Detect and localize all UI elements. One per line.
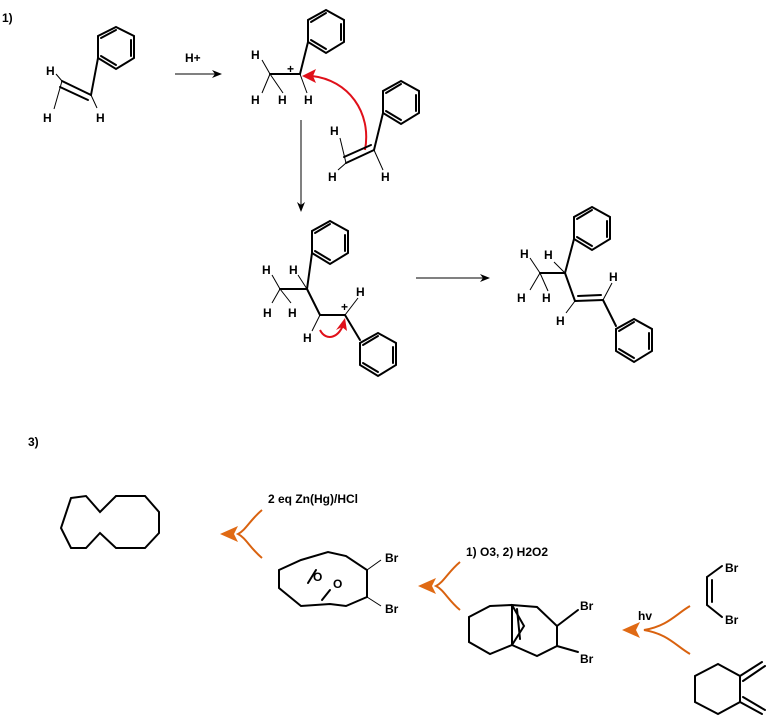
benzylic-cation: H H H H +: [251, 8, 345, 107]
dimethylenecyclohexane: [694, 661, 766, 716]
dibromo-octahydronaphthalene: Br Br: [468, 599, 594, 666]
reagent-acid: H+: [185, 51, 201, 65]
reagent-light: hv: [638, 609, 652, 623]
atom-h: H: [520, 247, 529, 261]
atom-h: H: [381, 170, 390, 184]
curly-arrow: [311, 75, 368, 151]
atom-h: H: [303, 331, 312, 345]
atom-h: H: [251, 93, 260, 107]
atom-br: Br: [385, 551, 399, 565]
styrene-molecule: H H H: [328, 79, 420, 184]
dibromoethene: Br Br: [706, 561, 739, 627]
cation-charge: +: [341, 300, 348, 314]
atom-h: H: [356, 285, 365, 299]
atom-h: H: [330, 124, 339, 138]
atom-br: Br: [725, 613, 739, 627]
atom-br: Br: [385, 602, 399, 616]
styrene-molecule: H H H: [43, 25, 135, 125]
atom-h: H: [288, 306, 297, 320]
curly-arrow-head: [336, 318, 347, 331]
atom-h: H: [544, 248, 553, 262]
dibromocyclodecane: [59, 494, 160, 549]
reagent-ozone: 1) O3, 2) H2O2: [466, 545, 548, 559]
cation-charge: +: [287, 62, 294, 76]
atom-h: H: [609, 270, 618, 284]
atom-h: H: [304, 93, 313, 107]
atom-br: Br: [580, 599, 594, 613]
atom-h: H: [46, 64, 55, 78]
atom-h: H: [328, 170, 337, 184]
atom-h: H: [96, 111, 105, 125]
atom-h: H: [289, 263, 298, 277]
dibromo-cyclodecanedione: O O Br Br: [278, 550, 399, 616]
atom-h: H: [251, 48, 260, 62]
reagent-zinc: 2 eq Zn(Hg)/HCl: [268, 492, 358, 506]
atom-h: H: [517, 291, 526, 305]
retro-arrow: [418, 561, 461, 611]
retro-arrow: [622, 605, 691, 655]
dimer-cation: H H H H H H +: [262, 219, 397, 378]
atom-o: O: [313, 570, 322, 584]
retro-arrow: [220, 509, 263, 559]
atom-o: O: [333, 577, 342, 591]
atom-h: H: [542, 291, 551, 305]
atom-h: H: [556, 314, 565, 328]
atom-h: H: [43, 111, 52, 125]
alkene-product: H H H H H H: [517, 205, 653, 364]
section-label-3: 3): [28, 435, 39, 449]
atom-br: Br: [725, 561, 739, 575]
atom-h: H: [263, 306, 272, 320]
atom-h: H: [278, 93, 287, 107]
section-label-1: 1): [2, 11, 13, 25]
atom-h: H: [262, 263, 271, 277]
curly-arrow-head: [302, 69, 316, 83]
atom-br: Br: [580, 652, 594, 666]
